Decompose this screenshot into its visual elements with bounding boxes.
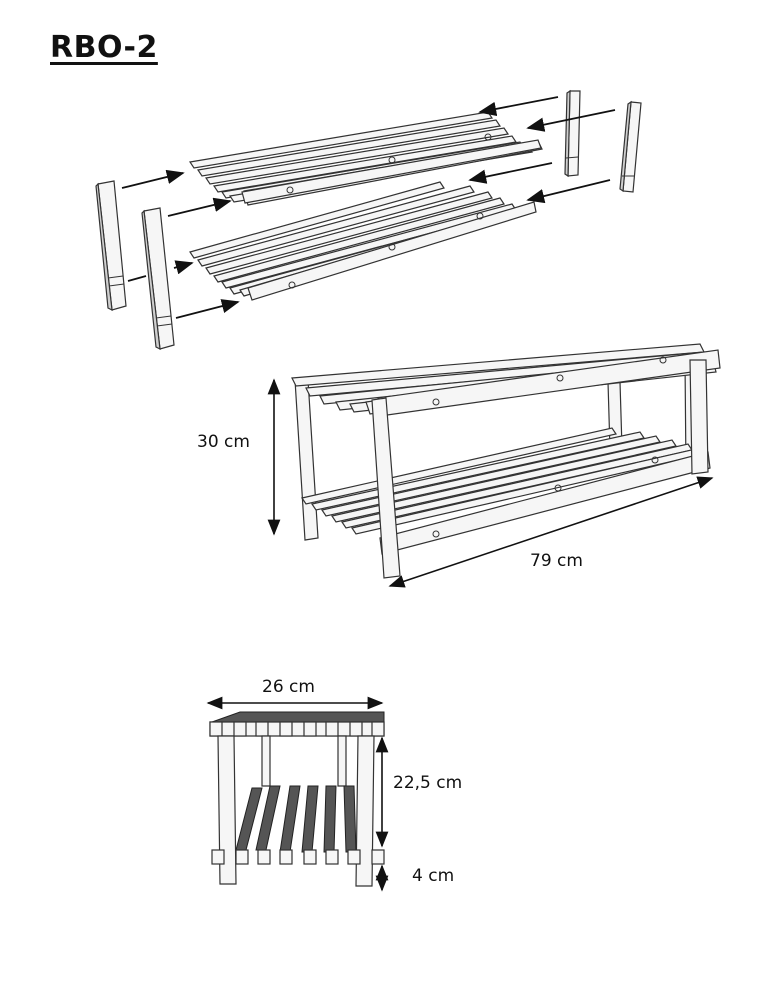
leg-back-left bbox=[564, 89, 581, 178]
assembly-arrows bbox=[121, 96, 616, 319]
leg-front-left bbox=[95, 180, 127, 312]
length-dimension-label: 79 cm bbox=[530, 551, 583, 571]
assembled-view bbox=[291, 343, 721, 579]
leg-front-right bbox=[141, 207, 175, 351]
lower-shelf bbox=[189, 181, 537, 301]
side-view bbox=[209, 711, 385, 887]
height-dimension-label: 30 cm bbox=[197, 432, 250, 452]
leg-back-right bbox=[619, 100, 642, 193]
side-dimensions bbox=[206, 696, 389, 892]
shelf-gap-dimension-label: 22,5 cm bbox=[393, 773, 463, 793]
assembled-dimensions bbox=[267, 378, 714, 588]
foot-height-dimension-label: 4 cm bbox=[412, 866, 455, 886]
upper-shelf bbox=[188, 111, 543, 206]
exploded-view bbox=[95, 89, 642, 351]
product-title: RBO-2 bbox=[50, 30, 158, 65]
width-dimension-label: 26 cm bbox=[262, 677, 315, 697]
